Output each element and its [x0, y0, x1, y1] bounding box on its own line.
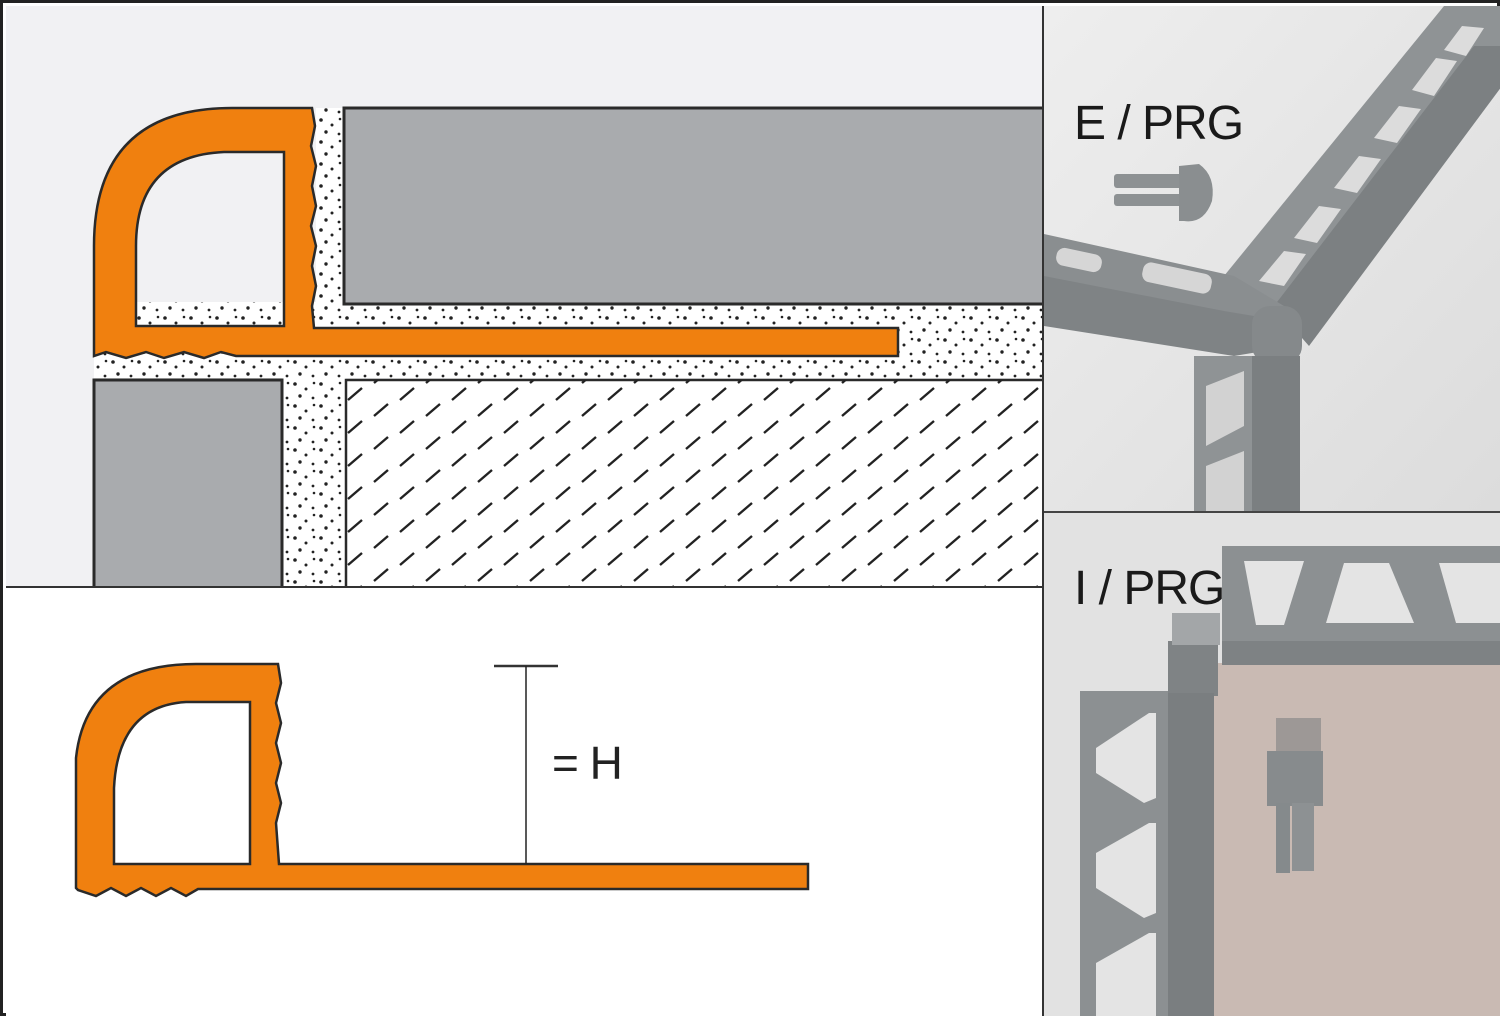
- dimension-label: = H: [552, 737, 623, 789]
- tile-upper: [342, 106, 1042, 306]
- cross-section-drawing: [92, 106, 1042, 586]
- photo-external-corner: E / PRG: [1044, 6, 1500, 513]
- technical-drawing-panel: = H: [6, 6, 1042, 1016]
- end-cap-piece: [1114, 164, 1213, 222]
- corner-block: [1168, 641, 1218, 696]
- cross-section-view: [6, 6, 1042, 588]
- edge-profile-section: [92, 106, 900, 360]
- tile-lower-left: [92, 378, 284, 586]
- substrate: [344, 378, 1042, 586]
- photo-label-internal: I / PRG: [1074, 562, 1225, 615]
- photo-label-external: E / PRG: [1074, 97, 1244, 150]
- product-photos-panel: E / PRG: [1042, 6, 1500, 1016]
- wall-surface: [1214, 663, 1500, 1016]
- internal-corner-illustration: [1044, 513, 1500, 1016]
- photo-internal-corner: I / PRG: [1044, 513, 1500, 1016]
- corner-cap: [1252, 306, 1302, 364]
- profile-dimension-view: = H: [6, 588, 1042, 1016]
- corner-insert-piece: [1267, 718, 1323, 873]
- edge-profile-outline: [74, 662, 810, 898]
- profile-drawing: [74, 662, 810, 898]
- external-corner-illustration: [1044, 6, 1500, 511]
